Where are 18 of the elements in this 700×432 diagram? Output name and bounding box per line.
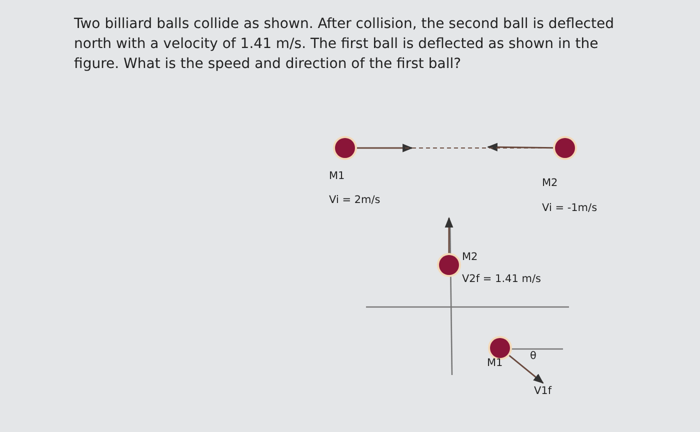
velocity-arrow <box>486 142 554 152</box>
ball-label: M2 <box>462 251 478 263</box>
ball-label: M1 <box>329 170 345 182</box>
velocity-arrow <box>444 216 454 254</box>
ball-label: M1 <box>487 357 503 369</box>
ball <box>439 255 459 275</box>
ball <box>490 338 510 358</box>
ball-label: Vi = 2m/s <box>329 194 380 206</box>
ball-label: V2f = 1.41 m/s <box>462 273 541 285</box>
velocity-arrow <box>508 354 544 384</box>
question-text: Two billiard balls collide as shown. After collision, the second ball is deflected north with a velocity of 1.41 m/s. The first ball is deflected as shown in the figure. What is the speed and direction of the first ball? <box>74 15 615 74</box>
edge-label: V1f <box>534 385 552 397</box>
ball-label: Vi = -1m/s <box>542 202 598 214</box>
ball <box>335 138 355 158</box>
ball-label: M2 <box>542 177 558 189</box>
angle-label: θ <box>530 350 536 362</box>
velocity-arrow <box>356 144 414 152</box>
ball <box>555 138 575 158</box>
